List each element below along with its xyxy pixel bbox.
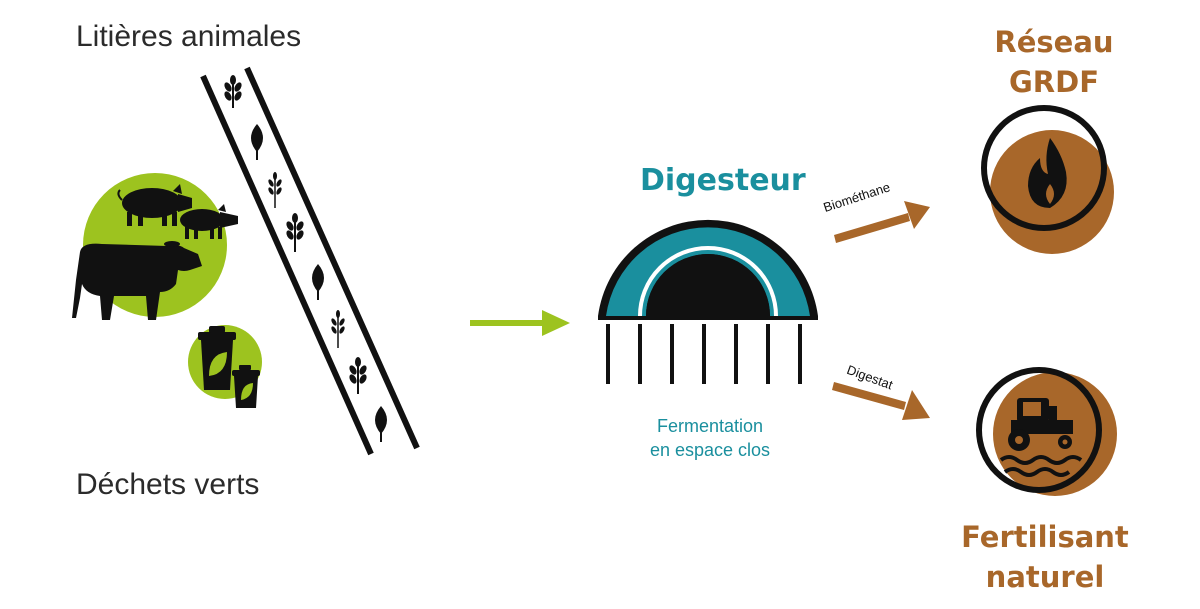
gas-network-icon xyxy=(981,105,1114,254)
digester-legs xyxy=(606,324,802,384)
digester-icon xyxy=(598,219,818,384)
input-band xyxy=(200,66,420,456)
pig-icon xyxy=(180,204,238,239)
tractor-icon xyxy=(1008,398,1073,451)
water-waves-icon xyxy=(999,455,1083,477)
digester-subtitle: Fermentation en espace clos xyxy=(620,414,800,462)
input-arrow xyxy=(470,310,570,336)
band-edge-left xyxy=(200,74,374,456)
band-edge-right xyxy=(244,66,420,450)
digestate-arrow xyxy=(832,382,930,420)
wheat-icon xyxy=(286,213,304,252)
pig-icon xyxy=(117,184,192,226)
network-title-line1: Réseau xyxy=(994,25,1114,59)
flame-icon xyxy=(1028,138,1067,208)
fertilizer-icon xyxy=(976,367,1117,496)
fertilizer-title-line1: Fertilisant xyxy=(961,520,1129,554)
fertilizer-title-line2: naturel xyxy=(985,560,1105,594)
digester-subtitle-line2: en espace clos xyxy=(649,440,771,460)
digester-title: Digesteur xyxy=(640,163,806,198)
network-title: Réseau GRDF xyxy=(984,22,1124,102)
wheat-icon xyxy=(331,310,345,348)
biomethane-arrow xyxy=(834,201,930,243)
digester-subtitle-line1: Fermentation xyxy=(656,416,764,436)
bin-icon xyxy=(198,326,236,390)
wheat-icon xyxy=(224,75,242,108)
wheat-icon xyxy=(268,172,282,208)
leaf-icon xyxy=(312,264,324,300)
fertilizer-title: Fertilisant naturel xyxy=(960,517,1130,597)
label-animal-litter: Litières animales xyxy=(76,20,302,53)
network-title-line2: GRDF xyxy=(1008,65,1100,99)
cow-icon xyxy=(72,241,202,320)
bin-icon xyxy=(232,365,260,408)
wheat-icon xyxy=(349,357,367,394)
leaf-icon xyxy=(251,124,263,160)
label-green-waste: Déchets verts xyxy=(76,468,260,501)
waste-group xyxy=(188,325,262,408)
leaf-icon xyxy=(375,406,387,442)
